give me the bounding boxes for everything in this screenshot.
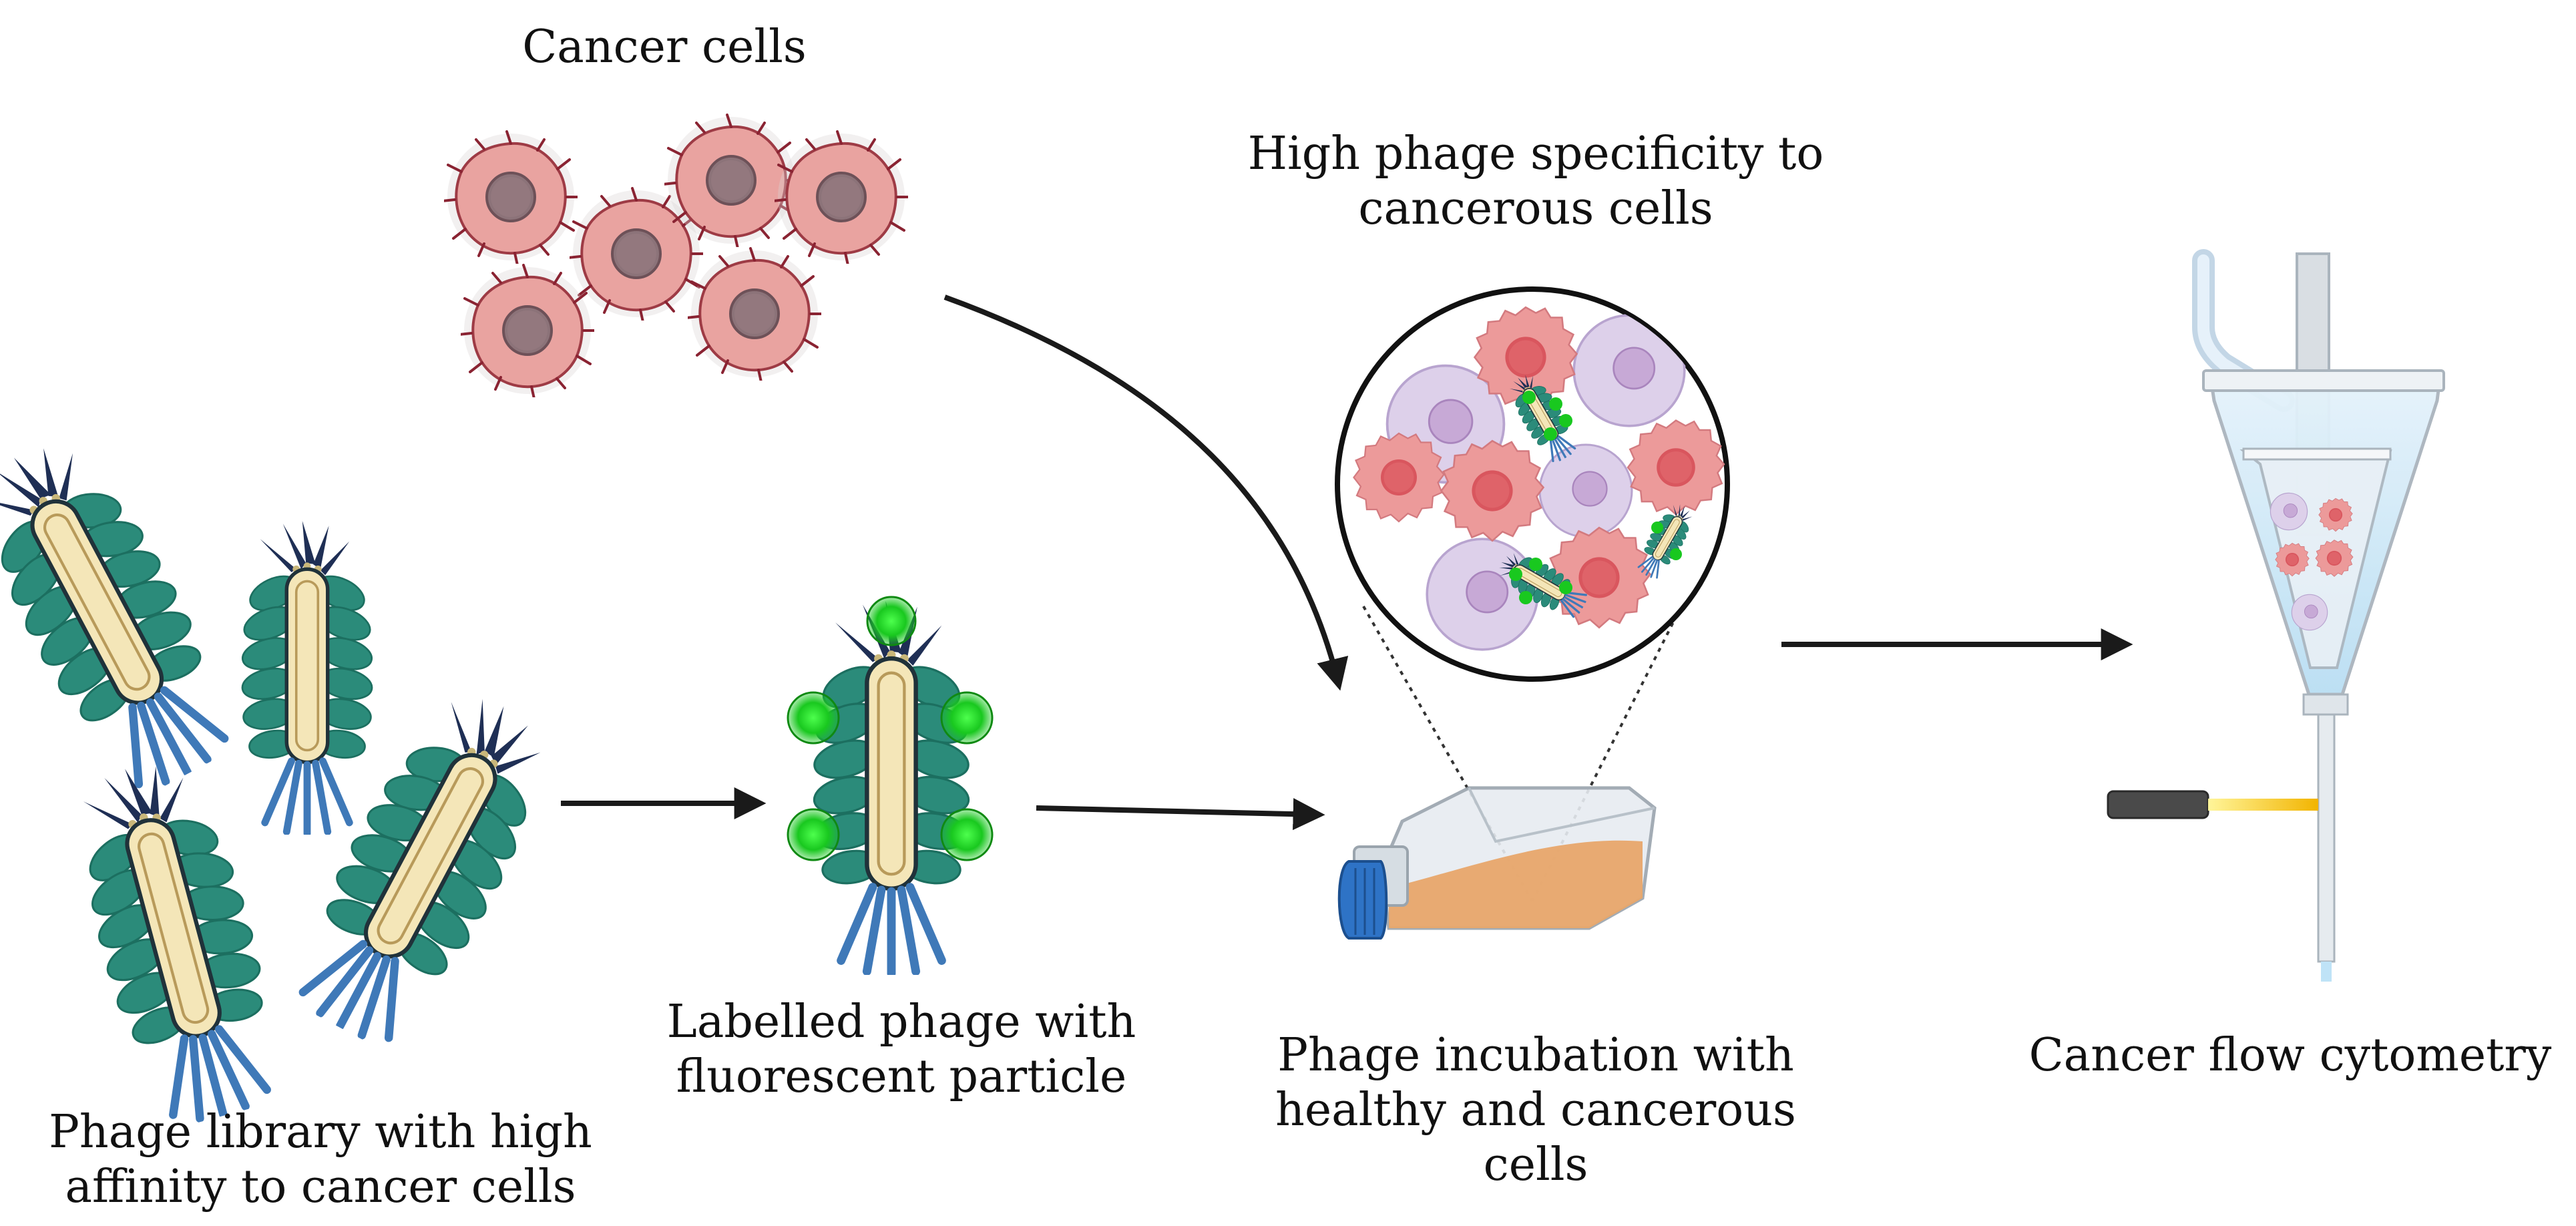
fluorescent-particles xyxy=(787,596,994,861)
cancer-cell-icon xyxy=(1627,419,1725,516)
label-phage-library: Phage library with high affinity to canc… xyxy=(49,1106,592,1213)
phage-library xyxy=(0,419,578,1135)
arrow-labelled-to-incubation xyxy=(1036,798,1325,831)
label-phage-specificity: High phage specificity to cancerous cell… xyxy=(1247,128,1824,235)
arrow-cancer-to-incubation xyxy=(943,294,1349,691)
magnified-view xyxy=(1335,286,1730,902)
label-labelled-phage: Labelled phage with fluorescent particle xyxy=(666,996,1136,1103)
process-arrows xyxy=(561,294,2133,831)
phage-icon xyxy=(55,747,298,1135)
cancer-cell-icon xyxy=(1440,439,1544,542)
healthy-cell-icon xyxy=(1572,314,1686,427)
cancer-cell-icon xyxy=(444,130,578,264)
culture-flask-icon xyxy=(1337,786,1657,940)
cancer-cell-icon xyxy=(461,264,594,397)
cancer-cell-icon xyxy=(688,247,821,381)
label-flow-cytometry: Cancer flow cytometry xyxy=(2028,1029,2552,1082)
label-phage-incubation: Phage incubation with healthy and cancer… xyxy=(1275,1029,1796,1191)
labelled-phage xyxy=(787,596,994,974)
cancer-cells-cluster xyxy=(444,114,908,397)
label-cancer-cells: Cancer cells xyxy=(522,21,807,73)
laser-icon xyxy=(2107,790,2318,819)
cancer-cell-icon xyxy=(1353,432,1445,523)
labelled-phage-icon xyxy=(811,601,973,974)
phage-icon xyxy=(239,521,375,833)
flow-cytometer-icon xyxy=(2107,249,2445,982)
phage-icon xyxy=(0,419,256,809)
cancer-cell-icon xyxy=(775,130,908,264)
